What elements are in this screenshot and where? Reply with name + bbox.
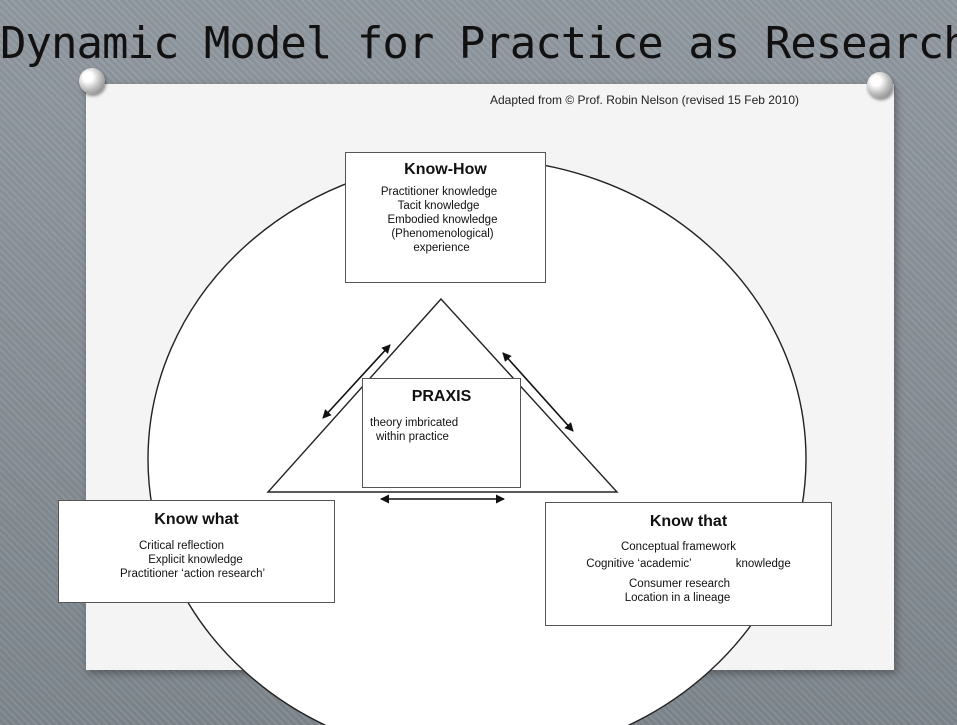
slide-title: Dynamic Model for Practice as Research <box>0 18 957 69</box>
know-what-heading: Know what <box>154 511 239 528</box>
know-how-line: (Phenomenological) <box>391 228 494 240</box>
know-how-line: Practitioner knowledge <box>380 186 498 198</box>
pushpin-right <box>867 72 893 98</box>
know-what-line: Explicit knowledge <box>148 554 243 566</box>
praxis-line: theory imbricated <box>370 417 459 429</box>
know-what-line: Critical reflection <box>139 540 224 552</box>
praxis-line: within practice <box>376 431 449 443</box>
know-that-heading: Know that <box>649 513 728 530</box>
know-that-line: Cognitive ‘academic’ knowledge <box>546 557 831 571</box>
praxis-heading: PRAXIS <box>411 388 472 405</box>
know-that-line-part: Cognitive ‘academic’ <box>586 558 692 570</box>
know-how-heading: Know-How <box>404 161 487 178</box>
know-what-line: Practitioner ‘action research’ <box>119 568 266 580</box>
pushpin-left <box>79 68 105 94</box>
know-what-box: Know what Critical reflection Explicit k… <box>58 500 335 603</box>
know-how-line: experience <box>413 242 470 254</box>
know-how-box: Know-How Practitioner knowledge Tacit kn… <box>345 152 546 283</box>
know-how-line: Embodied knowledge <box>387 214 498 226</box>
know-how-line: Tacit knowledge <box>397 200 480 212</box>
know-that-box: Know that Conceptual framework Cognitive… <box>545 502 832 626</box>
know-that-line-part: knowledge <box>735 558 791 570</box>
know-that-line: Consumer research <box>629 578 730 590</box>
arrow-knowhow-knowwhat <box>322 344 391 419</box>
arrow-knowhow-knowthat <box>502 352 574 432</box>
attribution-text: Adapted from © Prof. Robin Nelson (revis… <box>490 93 799 107</box>
praxis-box: PRAXIS theory imbricated within practice <box>362 378 521 488</box>
know-that-line: Conceptual framework <box>620 541 737 553</box>
know-that-line: Location in a lineage <box>624 592 731 604</box>
